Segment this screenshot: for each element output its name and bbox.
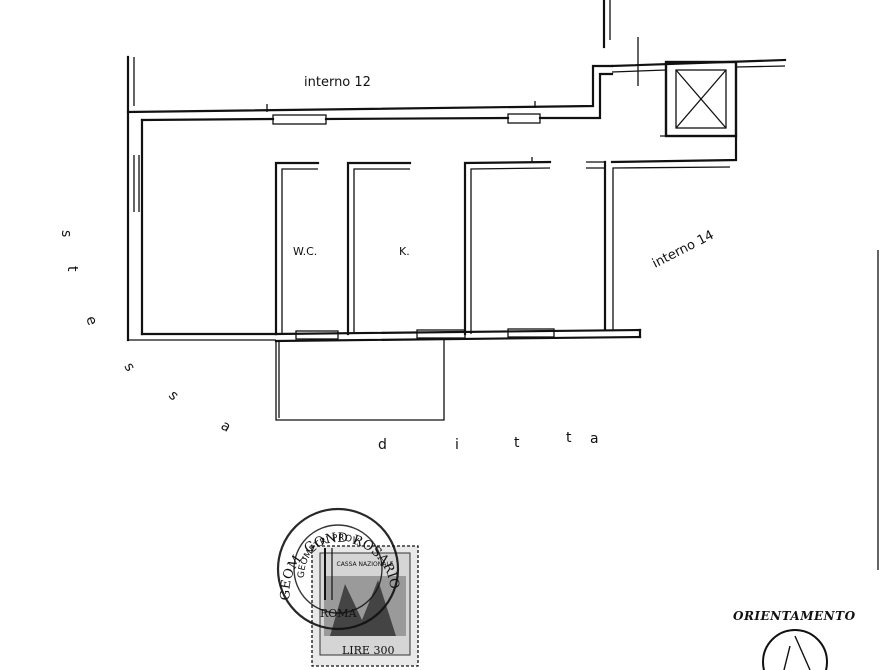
north-arrow — [762, 629, 828, 670]
letter-t2: t — [514, 435, 520, 451]
apartment-left-wall — [128, 118, 276, 341]
stamp-top-text: CASSA NAZIONALE — [337, 561, 394, 568]
interior-walls — [140, 157, 731, 336]
outer-bottom-wall — [274, 328, 642, 343]
label-interno-12: interno 12 — [304, 75, 371, 90]
orientation-label: ORIENTAMENTO — [733, 609, 856, 623]
letter-s3: s — [165, 388, 181, 404]
outer-top-wall — [126, 64, 614, 125]
left-boundary-wall — [126, 55, 140, 342]
label-interno-14: interno 14 — [650, 228, 716, 272]
letter-a1: a — [218, 418, 233, 436]
label-wc: W.C. — [293, 245, 317, 258]
seal-bottom-text: ROMA — [320, 607, 358, 620]
letter-a2: a — [590, 431, 599, 447]
letter-d: d — [378, 437, 387, 453]
letter-s2: s — [121, 360, 139, 374]
letter-t1: t — [64, 266, 80, 272]
stamp-value: LIRE 300 — [342, 644, 394, 657]
balcony — [275, 339, 445, 421]
letter-i: i — [455, 437, 459, 453]
stair-core — [602, 0, 787, 164]
letter-s1: s — [58, 230, 74, 237]
letter-t3: t — [566, 430, 572, 446]
revenue-stamp: CASSA NAZIONALE LIRE 300 — [311, 545, 419, 667]
letter-e: e — [82, 314, 100, 328]
label-kitchen: K. — [399, 245, 410, 258]
